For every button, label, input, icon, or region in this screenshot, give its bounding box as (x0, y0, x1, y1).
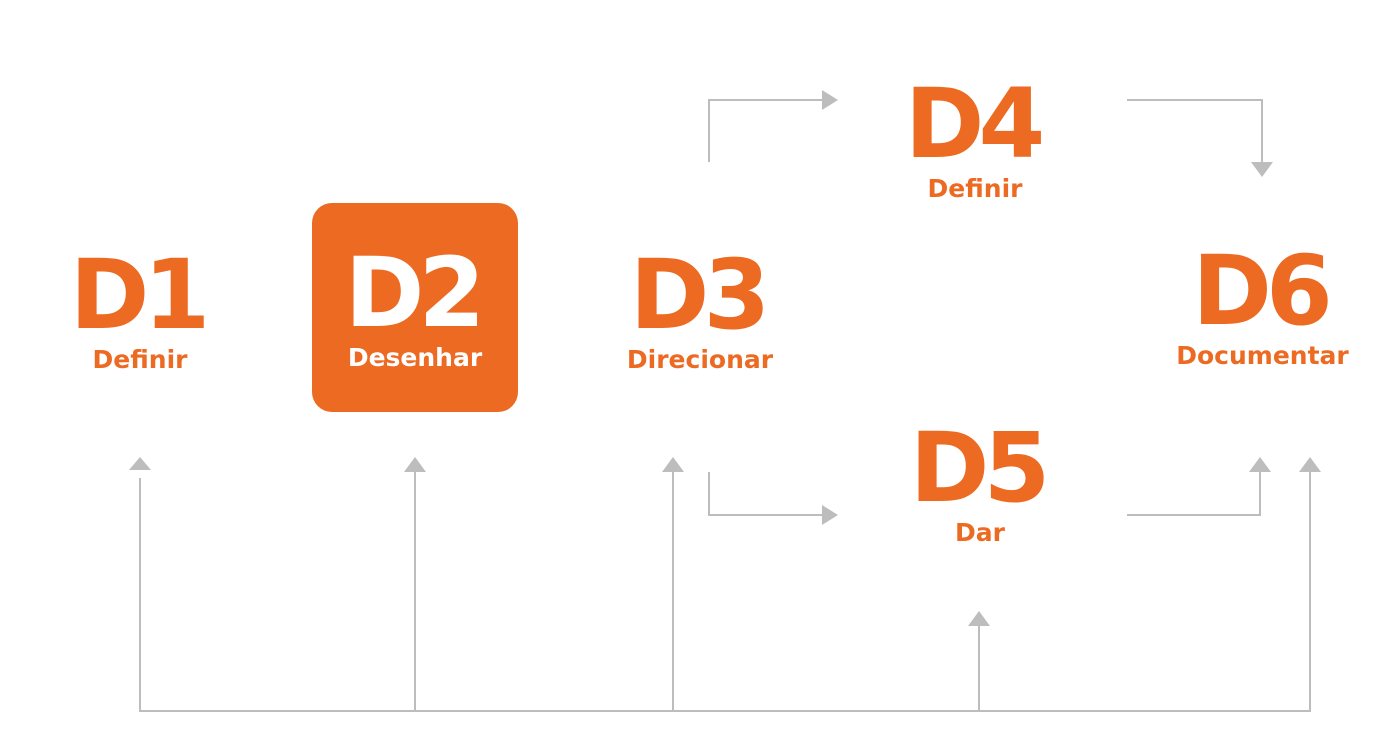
node-d2-highlighted: D2 Desenhar (312, 203, 518, 412)
node-d3-code: D3 (629, 238, 771, 351)
feedback-bus-line (139, 472, 1311, 712)
node-d1-label: Definir (92, 344, 188, 374)
node-d1: D1 Definir (60, 244, 220, 374)
arrowhead-up-d5 (968, 611, 990, 626)
edge-d5-d6 (1127, 472, 1261, 516)
edge-d4-d6 (1127, 99, 1263, 162)
node-d6-code: D6 (1192, 234, 1333, 347)
node-d3: D3 Direcionar (600, 244, 800, 374)
arrowhead-up-d1 (129, 457, 151, 470)
node-d2-label: Desenhar (347, 343, 483, 372)
node-d5: D5 Dar (880, 420, 1080, 545)
arrowhead-up-d6-right (1299, 457, 1321, 472)
node-d4-label: Definir (927, 174, 1023, 203)
edge-d3-d4 (708, 99, 822, 162)
arrowhead-up-d2 (404, 457, 426, 472)
node-d3-label: Direcionar (626, 344, 774, 374)
node-d4-code: D4 (904, 68, 1046, 180)
arrowhead-down-d6 (1251, 162, 1273, 177)
arrowhead-up-d6-left (1249, 457, 1271, 472)
arrowhead-right-d4 (822, 90, 838, 110)
node-d6: D6 Documentar (1150, 240, 1375, 370)
arrowhead-up-d3 (662, 457, 684, 472)
node-d4: D4 Definir (880, 76, 1070, 201)
edge-d3-d5 (708, 472, 822, 516)
arrowhead-right-d5 (822, 505, 838, 525)
node-d5-code: D5 (909, 412, 1051, 524)
node-d1-code: D1 (69, 238, 211, 351)
node-d2-code: D2 (344, 237, 486, 349)
node-d5-label: Dar (955, 518, 1005, 547)
node-d6-label: Documentar (1176, 340, 1349, 370)
